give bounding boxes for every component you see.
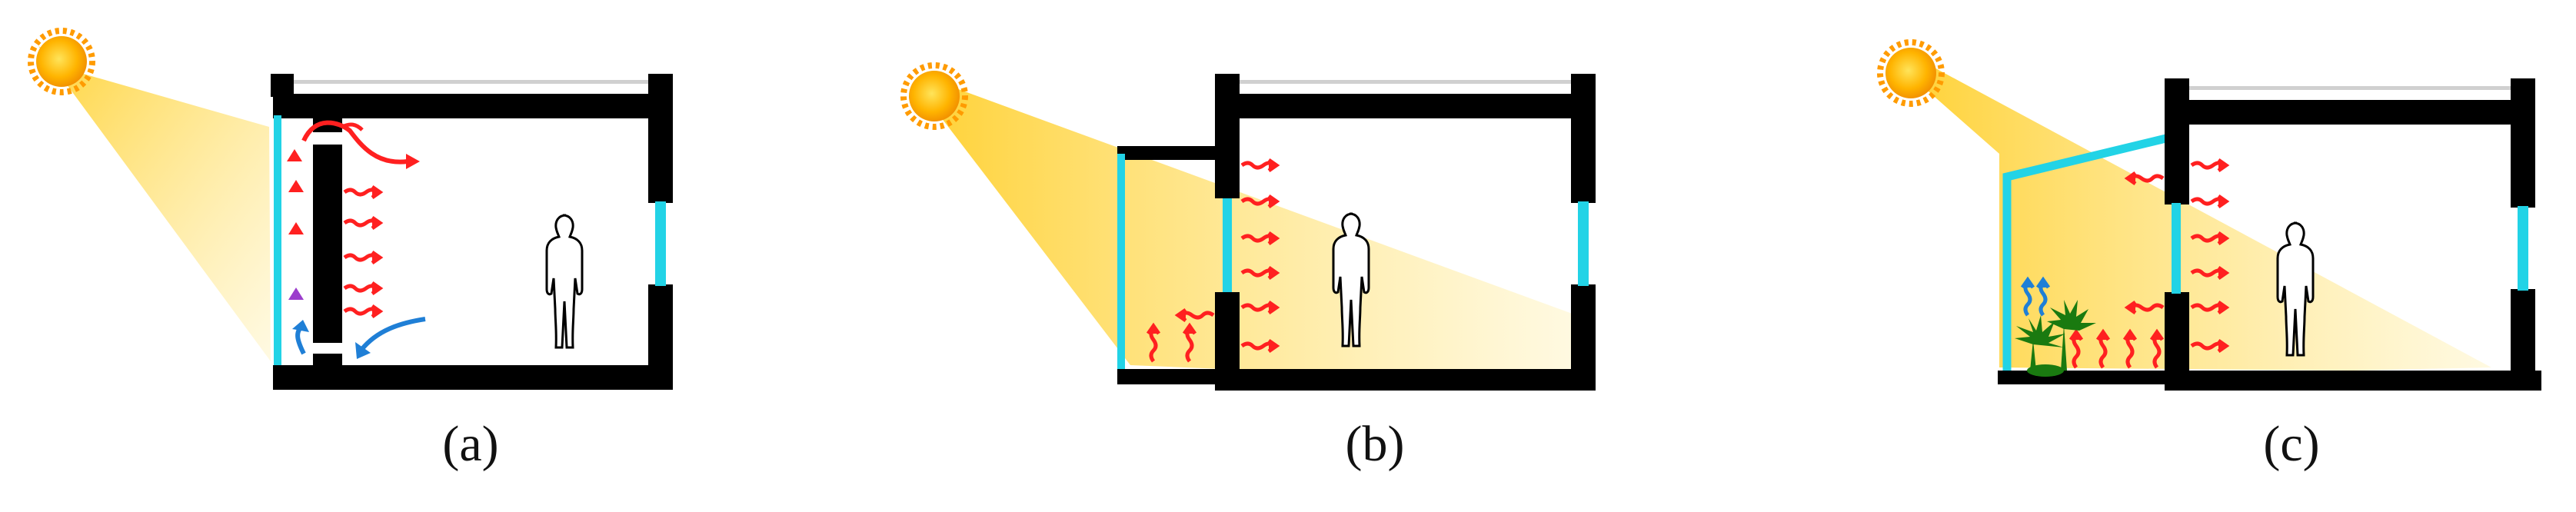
sunlight-beam xyxy=(919,85,1576,369)
sunlight-beam xyxy=(1903,65,2491,371)
greenhouse-floor xyxy=(1998,371,2182,384)
sun-icon xyxy=(28,28,95,95)
person-icon xyxy=(1332,212,1370,347)
trombe-wall xyxy=(313,145,342,343)
greenhouse-glazing xyxy=(2002,132,2174,377)
left-window-glazing xyxy=(2172,203,2181,294)
heat-arrow-icon xyxy=(2068,158,2230,369)
left-glazing xyxy=(274,115,281,365)
panel-b-caption: (b) xyxy=(1345,416,1405,472)
sunspace-floor xyxy=(1117,369,1217,384)
panel-c-caption: (c) xyxy=(2263,416,2320,472)
person-icon xyxy=(2276,221,2315,357)
sunlight-beam xyxy=(38,46,271,361)
left-wall-bottom xyxy=(2165,292,2189,391)
panel-a xyxy=(28,28,673,390)
sun-icon xyxy=(1877,39,1945,107)
roof-slab xyxy=(2165,100,2534,125)
right-wall-bottom xyxy=(1571,284,1596,391)
left-wall-bottom xyxy=(1215,292,1240,391)
panel-a-caption: (a) xyxy=(442,416,499,472)
floor-slab xyxy=(273,365,673,390)
plant-icon xyxy=(2015,300,2096,377)
right-window-glazing xyxy=(1578,201,1589,286)
heat-arrow-icon xyxy=(343,185,384,319)
left-wall-top xyxy=(2165,78,2189,204)
cool-air-gap-head xyxy=(292,320,309,332)
roof-slab xyxy=(273,94,673,118)
roof-glazing-line xyxy=(1240,80,1571,84)
heat-arrow-icon xyxy=(1146,158,1280,363)
left-corner-top xyxy=(271,74,294,97)
panel-c xyxy=(1877,39,2541,391)
right-wall-top xyxy=(1571,74,1596,203)
warm-air-exit-head xyxy=(406,154,420,169)
right-window-glazing xyxy=(655,201,666,286)
panel-b xyxy=(900,62,1596,391)
sunspace-glazing xyxy=(1117,154,1125,369)
cool-air-return-head xyxy=(355,342,371,359)
person-icon xyxy=(545,214,584,349)
right-wall-bottom xyxy=(2511,289,2535,391)
cool-air-return-arrow xyxy=(359,317,426,351)
warm-air-exit-arrow xyxy=(301,120,408,165)
evaporation-icon xyxy=(2020,276,2051,317)
left-wall-top xyxy=(1215,74,1240,198)
floor-slab xyxy=(1215,369,1596,391)
roof-slab xyxy=(1215,94,1596,118)
air-flow-arrow-icon xyxy=(287,149,304,251)
roof-glazing-line xyxy=(294,80,648,84)
right-window-glazing xyxy=(2518,206,2528,291)
roof-glazing-line xyxy=(2189,86,2511,90)
buoyant-air-arrow xyxy=(288,288,304,317)
right-wall-top xyxy=(648,74,673,203)
sunspace-roof xyxy=(1117,146,1217,160)
warm-air-small-arrow xyxy=(341,122,364,131)
sun-icon xyxy=(900,62,968,130)
right-wall-top xyxy=(2511,78,2535,208)
trombe-vent-bottom xyxy=(313,354,342,367)
right-wall-bottom xyxy=(648,284,673,390)
floor-slab xyxy=(2165,371,2541,391)
left-window-glazing xyxy=(1223,198,1232,292)
